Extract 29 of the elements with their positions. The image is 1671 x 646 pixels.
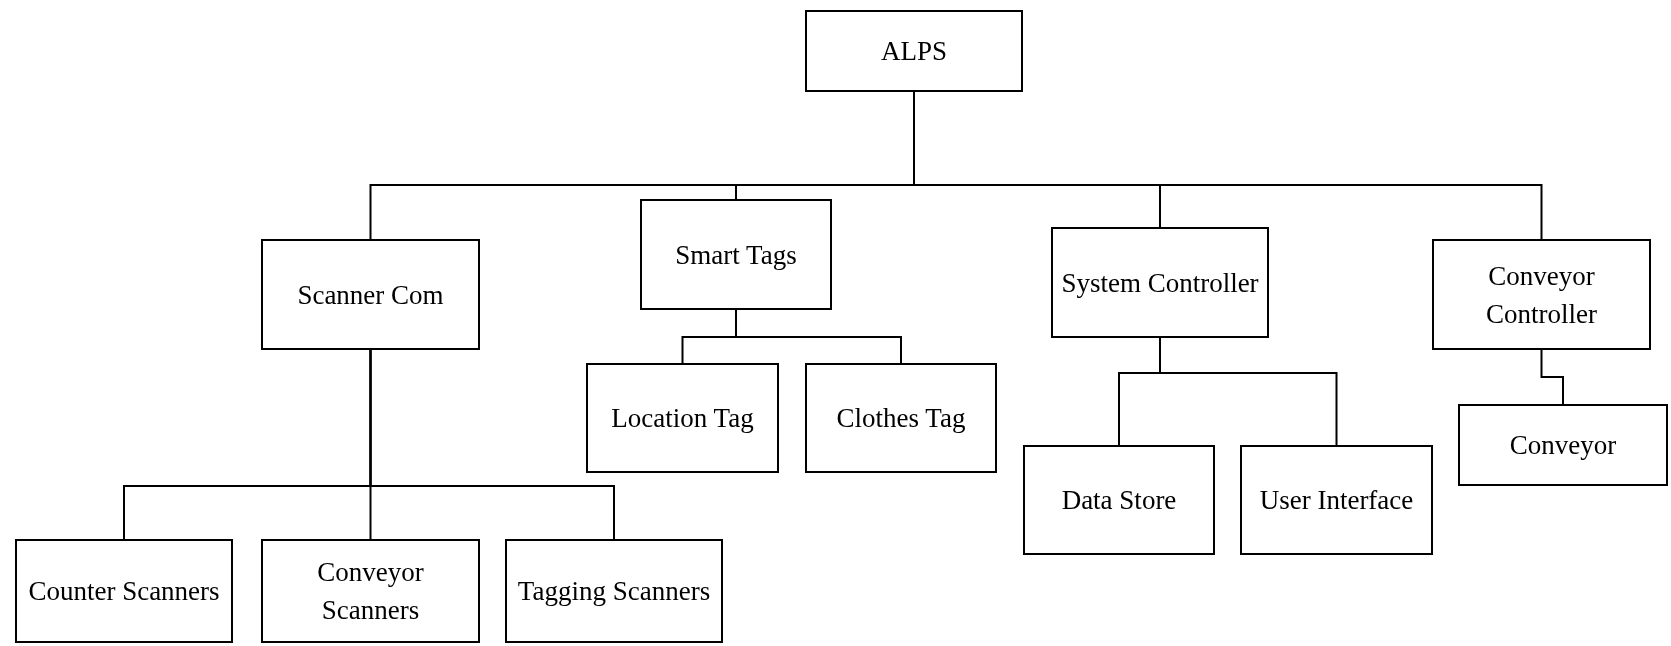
- connector-line: [735, 309, 902, 364]
- box-label: Conveyor: [1509, 429, 1617, 462]
- hierarchy-box: [505, 539, 723, 643]
- hierarchy-box: [1458, 404, 1668, 486]
- hierarchy-box: [261, 539, 480, 643]
- hierarchy-box: [1023, 445, 1215, 555]
- hierarchy-box: [1051, 227, 1269, 338]
- box-label: Conveyor Controller: [1485, 259, 1598, 331]
- connector-line: [369, 349, 615, 540]
- hierarchy-box: [1432, 239, 1651, 350]
- hierarchy-box: [640, 199, 832, 310]
- hierarchy-box: [15, 539, 233, 643]
- box-label: Scanner Com: [297, 278, 444, 312]
- hierarchy-box: [261, 239, 480, 350]
- box-label: System Controller: [1061, 266, 1259, 300]
- box-label: Tagging Scanners: [517, 575, 711, 608]
- box-label: Data Store: [1061, 484, 1177, 517]
- box-label: User Interface: [1259, 484, 1414, 517]
- hierarchy-box: [805, 363, 997, 473]
- box-label: Clothes Tag: [836, 402, 966, 435]
- hierarchy-box: [1240, 445, 1433, 555]
- hierarchy-box: [586, 363, 779, 473]
- box-label: Location Tag: [611, 402, 754, 435]
- box-label: ALPS: [881, 35, 947, 68]
- box-label: Conveyor Scanners: [316, 556, 425, 627]
- connector-line: [1540, 349, 1564, 405]
- box-label: Counter Scanners: [28, 575, 220, 608]
- box-label: Smart Tags: [675, 238, 797, 272]
- hierarchy-box: [805, 10, 1023, 92]
